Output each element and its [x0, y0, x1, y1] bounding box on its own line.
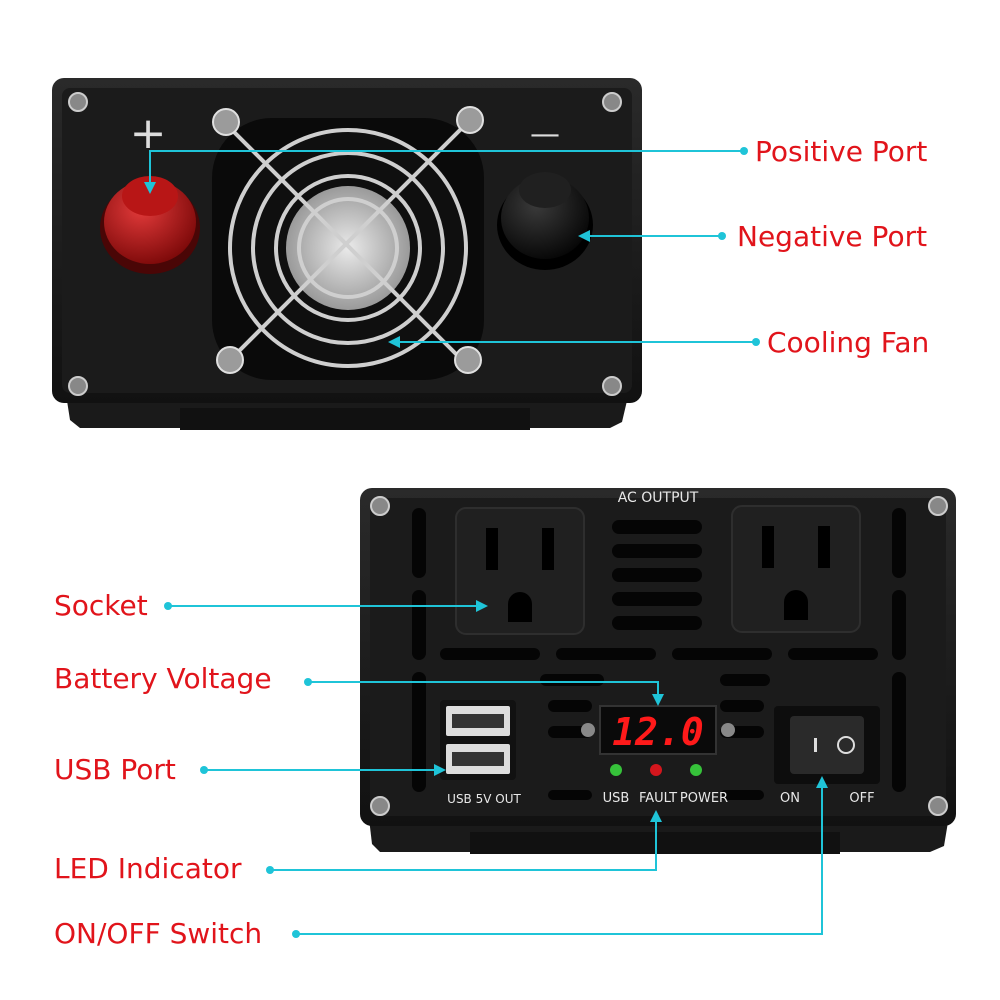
leader-led-indicator	[270, 820, 657, 871]
callout-battery-voltage: Battery Voltage	[54, 662, 272, 695]
led-power-label: POWER	[680, 791, 728, 806]
leader-onoff-switch	[296, 786, 823, 935]
voltage-display	[581, 705, 735, 755]
callout-negative-port: Negative Port	[737, 220, 928, 253]
ac-output-label: AC OUTPUT	[618, 490, 699, 506]
led-usb-label: USB	[603, 791, 630, 806]
callout-led-indicator: LED Indicator	[54, 852, 242, 885]
ac-socket-right	[731, 505, 861, 633]
negative-terminal	[497, 172, 593, 270]
top-bracket-foot	[180, 408, 530, 430]
top-corner-screws	[68, 92, 622, 396]
bottom-device: AC OUTPUT USB 5V OUT 12.0	[360, 488, 956, 854]
callout-usb-port: USB Port	[54, 753, 176, 786]
led-power	[690, 764, 702, 776]
power-switch	[774, 706, 880, 784]
usb-output-label: USB 5V OUT	[447, 792, 521, 806]
negative-symbol: —	[530, 117, 560, 152]
led-fault-label: FAULT	[639, 791, 677, 806]
callout-cooling-fan: Cooling Fan	[767, 326, 930, 359]
led-usb	[610, 764, 622, 776]
cooling-fan	[212, 106, 484, 380]
callout-socket: Socket	[54, 589, 148, 622]
leader-lines	[144, 147, 828, 938]
top-device: + —	[52, 78, 642, 430]
voltage-readout: 12.0	[612, 710, 704, 754]
vent-slots	[412, 508, 906, 800]
switch-on-label: ON	[780, 791, 800, 806]
leader-battery-voltage	[308, 681, 659, 696]
ac-socket-left	[455, 507, 585, 635]
switch-off-label: OFF	[849, 791, 874, 806]
callout-positive-port: Positive Port	[755, 135, 928, 168]
status-leds	[610, 764, 702, 776]
callout-onoff-switch: ON/OFF Switch	[54, 917, 263, 950]
usb-ports	[440, 700, 516, 780]
leader-positive-port	[149, 150, 744, 184]
led-fault	[650, 764, 662, 776]
positive-terminal	[100, 176, 200, 274]
bottom-corner-screws	[370, 496, 948, 816]
